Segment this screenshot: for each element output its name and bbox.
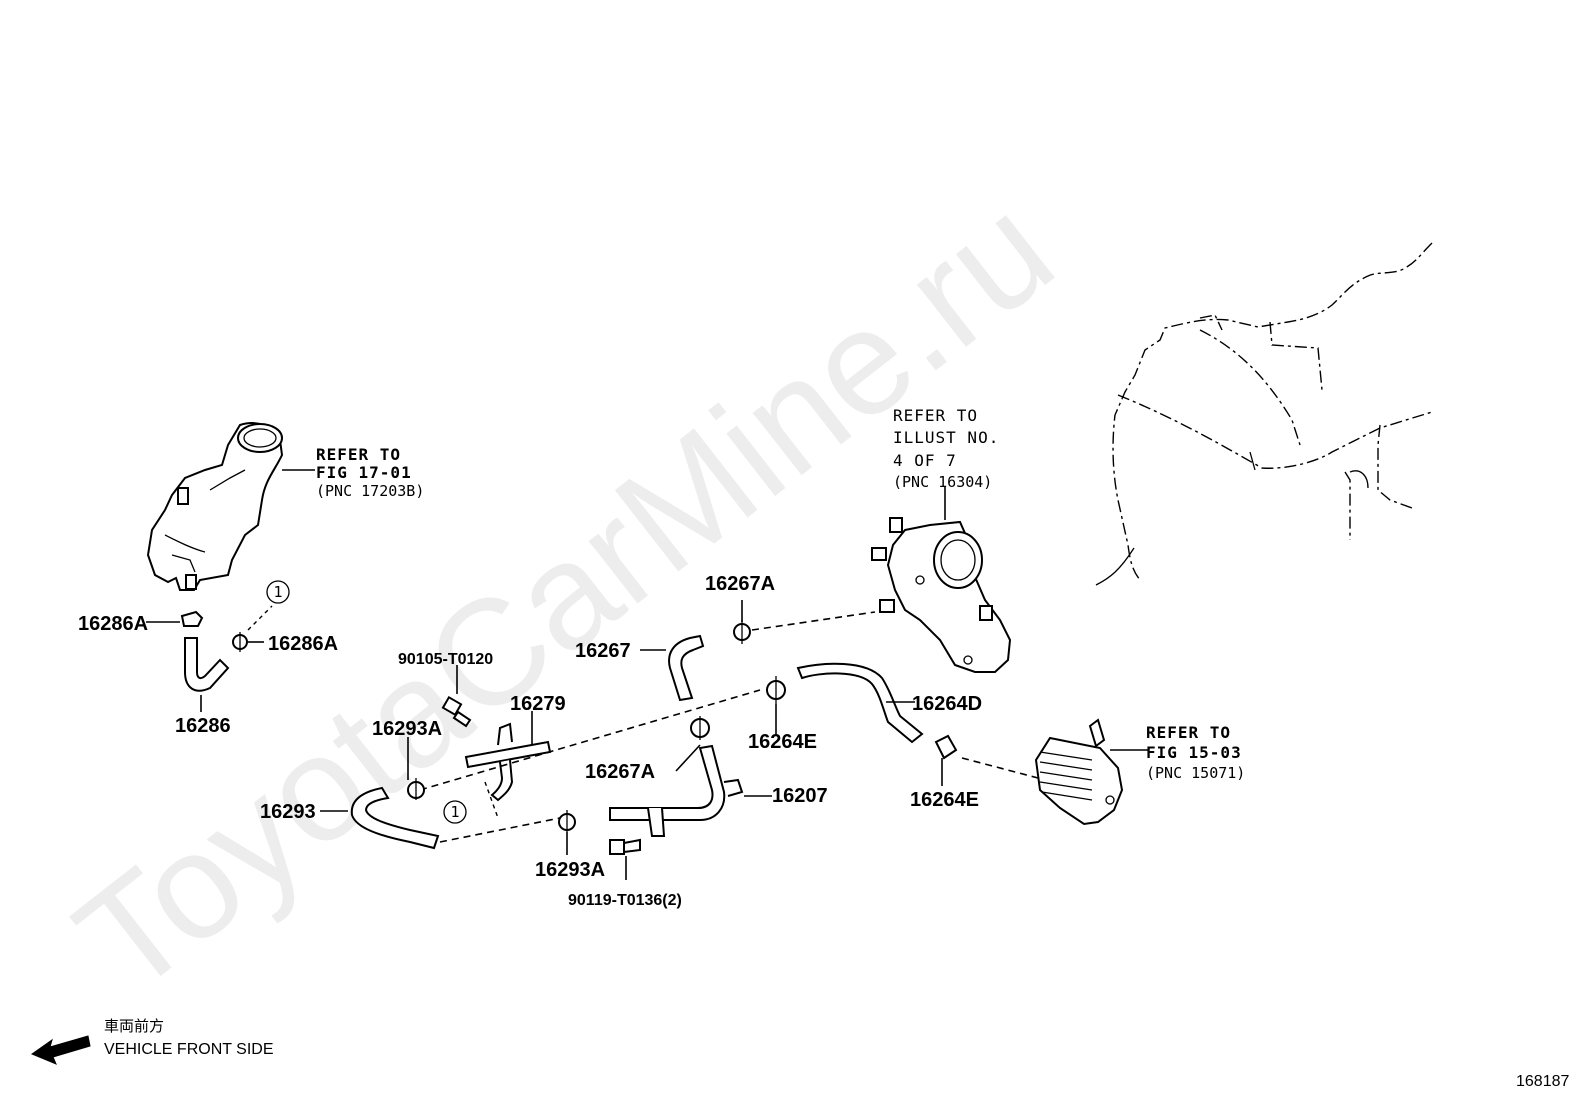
label-16267: 16267 — [575, 640, 631, 662]
label-90105: 90105-T0120 — [398, 651, 493, 668]
ref-fig15-line1: REFER TO — [1146, 723, 1231, 742]
label-16293A-bottom: 16293A — [535, 859, 605, 881]
ref-illust-line2: ILLUST NO. — [893, 428, 999, 447]
label-16286: 16286 — [175, 715, 231, 737]
hose-16293 — [350, 786, 440, 850]
ref-illust-line3: 4 OF 7 — [893, 451, 957, 470]
ref-fig15-line3: (PNC 15071) — [1146, 764, 1245, 782]
ref-fig17-line3: (PNC 17203B) — [316, 482, 424, 500]
pipe-16207 — [609, 744, 744, 837]
callout-1-bottom: 1 — [450, 803, 459, 821]
label-16293A-top: 16293A — [372, 718, 442, 740]
clamp-16286A-right — [232, 632, 248, 652]
water-pump-housing — [871, 517, 1012, 673]
label-16267A-top: 16267A — [705, 573, 775, 595]
label-16264D: 16264D — [912, 693, 982, 715]
label-16267A-bottom: 16267A — [585, 761, 655, 783]
clamp-16267A-top — [733, 620, 751, 644]
figure-number: 168187 — [1516, 1073, 1569, 1090]
clamp-16267A-bottom — [690, 716, 710, 740]
label-16286A-left: 16286A — [78, 613, 148, 635]
ref-fig17-line1: REFER TO — [316, 445, 401, 464]
ref-fig15-line2: FIG 15-03 — [1146, 743, 1242, 762]
hose-16267 — [668, 634, 705, 702]
label-16207: 16207 — [772, 785, 828, 807]
label-16279: 16279 — [510, 693, 566, 715]
dashed-lower-line — [439, 817, 561, 843]
bolt-90119 — [609, 838, 641, 855]
hose-16264D — [796, 662, 924, 744]
arrow-left-icon — [30, 1035, 91, 1065]
clamp-16264E-top — [766, 676, 786, 704]
label-16264E-top: 16264E — [748, 731, 817, 753]
ref-illust-line4: (PNC 16304) — [893, 473, 992, 491]
clamp-16264E-bottom — [934, 734, 958, 760]
clamp-16293A-top — [407, 778, 425, 800]
callout-1-top: 1 — [273, 583, 282, 601]
ref-illust-line1: REFER TO — [893, 406, 978, 425]
dashed-link-c1-bottom — [484, 781, 499, 819]
bolt-90105 — [441, 695, 472, 728]
pipe-16279 — [464, 722, 552, 802]
engine-outline — [1095, 242, 1433, 586]
callout-circle-top — [266, 580, 290, 604]
dashed-to-housing — [751, 611, 876, 631]
water-outlet-housing — [146, 422, 284, 591]
direction-english: VEHICLE FRONT SIDE — [104, 1041, 274, 1058]
ref-fig17-line2: FIG 17-01 — [316, 463, 412, 482]
label-16293: 16293 — [260, 801, 316, 823]
label-16286A-right: 16286A — [268, 633, 338, 655]
dashed-to-cooler — [961, 757, 1039, 779]
hose-16286 — [184, 637, 230, 692]
oil-cooler — [1034, 718, 1124, 826]
callout-circle-bottom — [443, 800, 467, 824]
direction-japanese: 車両前方 — [104, 1017, 164, 1035]
clamp-16286A-left — [180, 610, 204, 627]
label-90119: 90119-T0136(2) — [568, 892, 682, 909]
dashed-link-c1-top — [247, 605, 273, 631]
leader-16267A-bottom — [675, 744, 701, 772]
clamp-16293A-bottom — [558, 810, 576, 832]
label-16264E-bottom: 16264E — [910, 789, 979, 811]
